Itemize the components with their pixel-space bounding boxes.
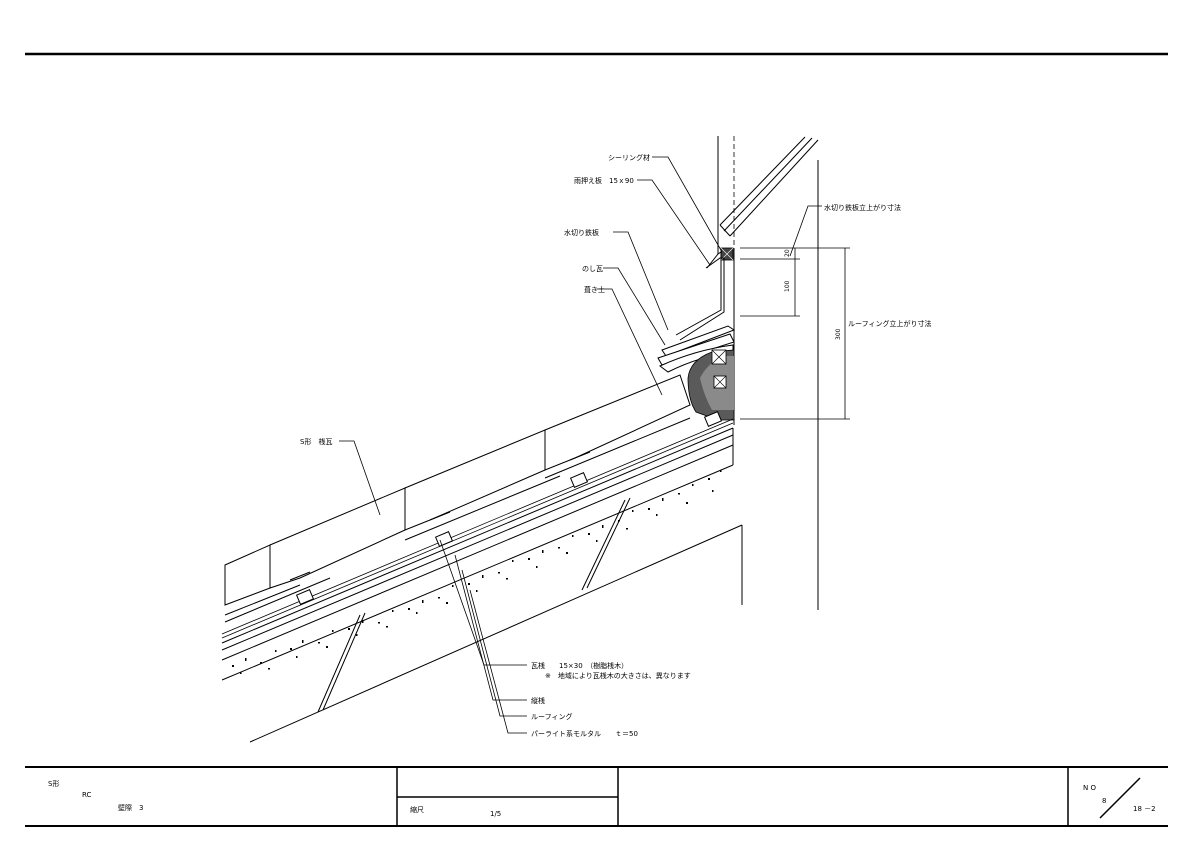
tb-sheet-num: 8 <box>1102 797 1106 805</box>
tb-no-label: N O <box>1083 784 1096 792</box>
tb-scale-value: 1/5 <box>490 810 501 818</box>
label-batten: 瓦桟 15×30 （樹脂桟木） <box>531 661 628 670</box>
roof-slab <box>221 427 743 743</box>
tb-type: S形 <box>48 780 59 788</box>
title-block <box>25 766 1168 827</box>
s-tiles <box>224 374 691 623</box>
label-noshi-tile: のし瓦 <box>582 265 603 273</box>
tile-battens <box>295 411 723 605</box>
label-bedding-soil: 葺き土 <box>584 285 605 294</box>
leader-lines <box>339 156 822 734</box>
flashing <box>675 251 725 341</box>
dim-300: 300 <box>835 328 842 340</box>
label-flashing: 水切り鉄板 <box>564 228 599 237</box>
bedding-soil <box>687 349 735 421</box>
label-batten-note: ※ 地域により瓦桟木の大きさは、異なります <box>545 671 691 680</box>
label-roofing-rise: ルーフィング立上がり寸法 <box>848 319 931 328</box>
label-counter-batten: 縦桟 <box>531 696 545 705</box>
label-mortar: パーライト系モルタル ｔ＝50 <box>531 729 638 738</box>
dim-100: 100 <box>784 280 791 292</box>
dimension-lines <box>740 247 850 420</box>
label-sealant: シーリング材 <box>608 153 650 162</box>
tb-sheet-sub: 18 －2 <box>1133 805 1156 813</box>
rain-board <box>719 136 819 237</box>
label-rain-board: 雨押え板 15ｘ90 <box>574 176 634 185</box>
tb-scale-label: 縮尺 <box>410 805 424 814</box>
slab-supports <box>317 497 631 713</box>
dim-20: 20 <box>784 249 791 257</box>
tb-wall: 壁際 3 <box>118 803 143 812</box>
label-s-tile: S形 桟瓦 <box>300 437 332 446</box>
label-roofing: ルーフィング <box>531 712 572 721</box>
label-flashing-rise: 水切り鉄板立上がり寸法 <box>824 203 901 212</box>
tb-structure: RC <box>82 791 92 799</box>
roofing-membrane <box>221 418 734 639</box>
